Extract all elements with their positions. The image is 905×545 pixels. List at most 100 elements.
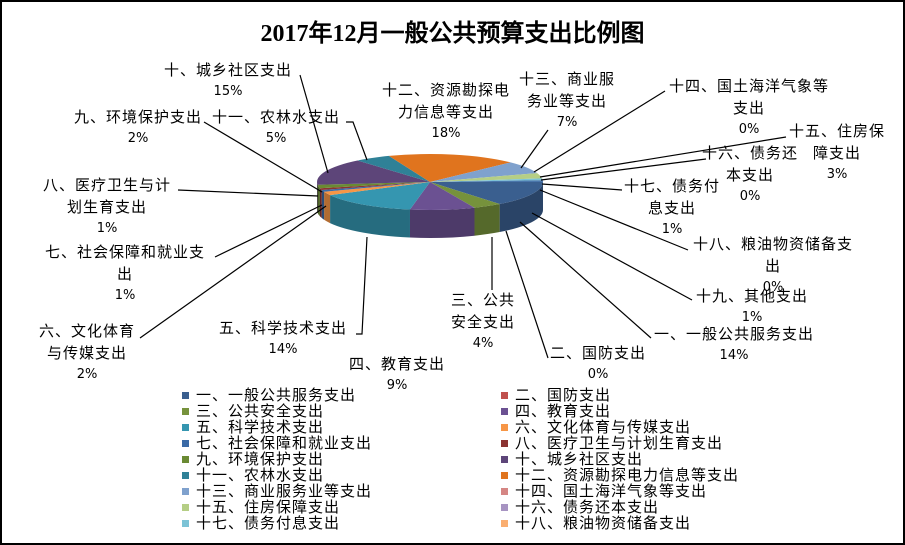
data-label-value: 9% (386, 378, 408, 393)
pie-top-faces (316, 153, 543, 211)
pie-slice (430, 182, 543, 205)
data-label: 十四、国土海洋气象等支出 0% (664, 75, 834, 141)
leader-line (539, 189, 689, 251)
leader-line (539, 136, 787, 178)
pie-slice-side (321, 190, 325, 220)
data-label: 十六、债务还本支出 0% (700, 142, 800, 208)
pie-slice (319, 182, 430, 191)
data-label-value: 18% (431, 126, 461, 141)
legend-marker (182, 408, 189, 415)
data-label-name: 三、公共安全支出 (450, 291, 515, 331)
legend-label: 十四、国土海洋气象等支出 (515, 482, 708, 500)
leader-line (356, 236, 368, 335)
legend-marker (182, 504, 189, 511)
leader-line (540, 158, 707, 181)
data-label-name: 四、教育支出 (348, 355, 445, 373)
pie-slice (324, 182, 430, 196)
pie-slice (430, 162, 538, 182)
data-label-value: 2% (127, 131, 149, 146)
legend-label: 十二、资源勘探电力信息等支出 (515, 466, 740, 484)
data-label-name: 十五、住房保障支出 (788, 122, 885, 162)
leader-line (203, 121, 323, 193)
data-label-name: 十六、债务还本支出 (701, 144, 798, 184)
leader-line (520, 129, 549, 169)
legend-marker (501, 472, 508, 479)
legend-label: 七、社会保障和就业支出 (196, 434, 373, 452)
chart-title: 2017年12月一般公共预算支出比例图 (260, 21, 645, 47)
leader-line (214, 204, 323, 258)
data-label-name: 十二、资源勘探电力信息等支出 (381, 81, 510, 121)
data-label-name: 十一、农林水支出 (211, 108, 340, 126)
data-label-name: 八、医疗卫生与计划生育支出 (42, 176, 171, 216)
legend-marker (182, 424, 189, 431)
leader-line (346, 121, 368, 161)
legend-marker (182, 392, 189, 399)
data-label-value: 0% (587, 367, 609, 382)
data-label: 十二、资源勘探电力信息等支出 18% (380, 79, 512, 145)
pie-slice (430, 182, 500, 208)
data-label-value: 1% (661, 222, 683, 237)
leader-line (541, 183, 623, 191)
data-label: 四、教育支出 9% (347, 353, 447, 397)
legend-marker (182, 440, 189, 447)
legend-label: 五、科学技术支出 (196, 418, 325, 436)
data-label-name: 十九、其他支出 (695, 287, 808, 305)
legend-label: 八、医疗卫生与计划生育支出 (515, 434, 724, 452)
leader-lines (139, 74, 787, 359)
pie-side-walls (316, 182, 543, 239)
data-label-name: 十三、商业服务业等支出 (518, 70, 615, 110)
pie-slice (317, 182, 430, 189)
legend-label: 十五、住房保障支出 (196, 498, 341, 516)
data-label-name: 六、文化体育与传媒支出 (38, 322, 135, 362)
legend-marker (182, 456, 189, 463)
data-label-value: 3% (826, 167, 848, 182)
legend-marker (501, 408, 508, 415)
data-label-name: 九、环境保护支出 (73, 108, 202, 126)
legend-label: 十、城乡社区支出 (515, 450, 644, 468)
legend-label: 一、一般公共服务支出 (196, 386, 357, 404)
data-label-value: 0% (739, 189, 761, 204)
pie-slice (357, 155, 430, 182)
pie-slice (430, 178, 543, 182)
data-label-name: 一、一般公共服务支出 (653, 325, 814, 343)
pie-slice-side (319, 188, 322, 219)
data-label-value: 2% (76, 367, 98, 382)
legend-marker (501, 520, 508, 527)
pie-slice-side (316, 182, 318, 213)
pie-slice-side (499, 182, 543, 233)
pie-slice-side (324, 191, 331, 224)
leader-line (533, 90, 666, 173)
data-label: 二、国防支出 0% (548, 342, 648, 386)
pie-slice (388, 153, 511, 182)
data-label-value: 0% (738, 122, 760, 137)
leader-line (177, 189, 319, 197)
legend-marker (501, 440, 508, 447)
data-label-name: 十四、国土海洋气象等支出 (668, 77, 829, 117)
legend-marker (501, 504, 508, 511)
legend-marker (501, 424, 508, 431)
legend-marker (501, 456, 508, 463)
data-label-value: 15% (213, 84, 243, 99)
data-label-name: 二、国防支出 (549, 344, 646, 362)
data-label-value: 1% (114, 288, 136, 303)
leader-line (139, 205, 327, 339)
legend-marker (182, 520, 189, 527)
data-label: 六、文化体育与传媒支出 2% (37, 320, 137, 386)
legend-label: 十一、农林水支出 (196, 466, 325, 484)
legend-label: 十八、粮油物资储备支出 (515, 514, 692, 532)
legend-label: 十六、债务还本支出 (515, 498, 660, 516)
legend-label: 六、文化体育与传媒支出 (515, 418, 692, 436)
pie-slice (430, 173, 543, 182)
leader-line (505, 230, 549, 359)
pie-slice (409, 182, 475, 211)
legend-label: 九、环境保护支出 (196, 450, 325, 468)
